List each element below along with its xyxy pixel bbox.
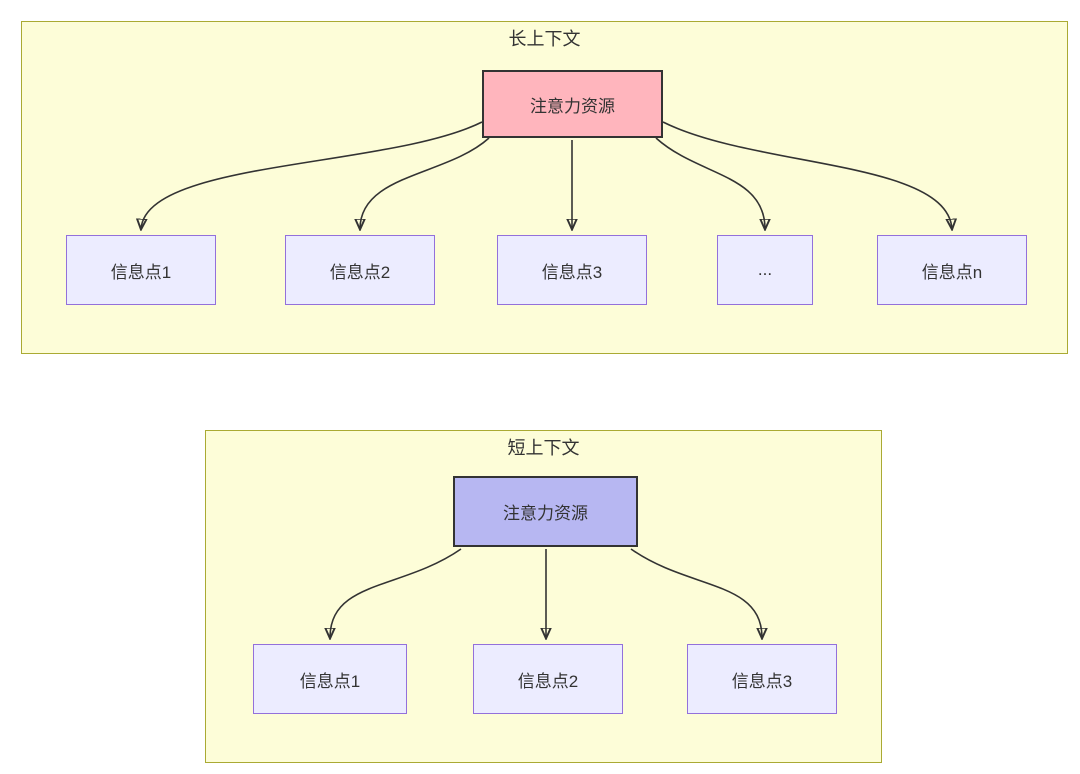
long-info-node-3: 信息点3 xyxy=(497,235,647,305)
long-attention-node: 注意力资源 xyxy=(482,70,663,138)
long-info-node-1: 信息点1 xyxy=(66,235,216,305)
long-info-node-ellipsis: ... xyxy=(717,235,813,305)
short-info-node-1: 信息点1 xyxy=(253,644,407,714)
long-info-node-2: 信息点2 xyxy=(285,235,435,305)
short-info-node-3: 信息点3 xyxy=(687,644,837,714)
long-info-node-n: 信息点n xyxy=(877,235,1027,305)
short-context-title: 短上下文 xyxy=(507,438,580,458)
short-info-node-2: 信息点2 xyxy=(473,644,623,714)
long-context-title: 长上下文 xyxy=(508,29,581,49)
short-attention-node: 注意力资源 xyxy=(453,476,638,547)
